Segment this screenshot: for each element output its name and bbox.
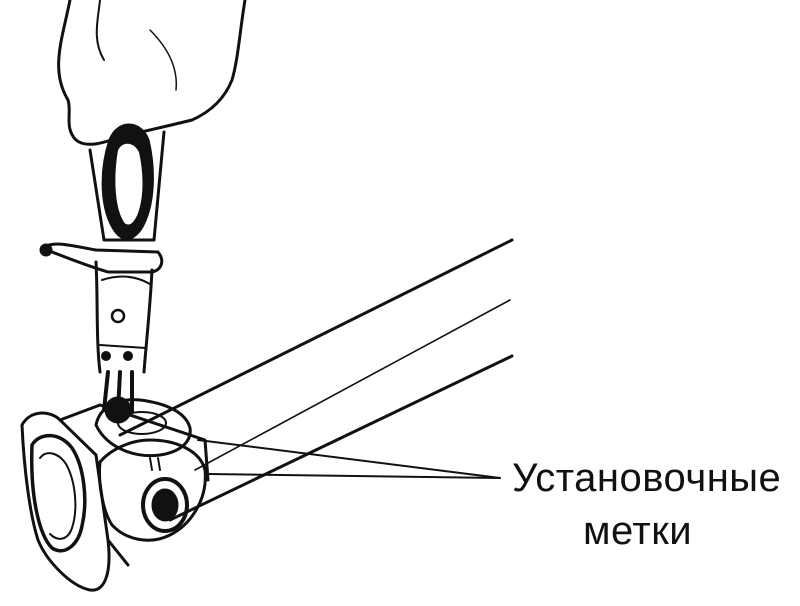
marking-tool: [39, 123, 166, 424]
propeller-shaft: [118, 238, 514, 522]
callout-leaders: [197, 439, 501, 479]
universal-joint: [20, 398, 210, 592]
hand: [57, 0, 247, 146]
callout-label-line2: метки: [583, 509, 693, 553]
callout-label-line1: Установочные: [512, 456, 782, 500]
